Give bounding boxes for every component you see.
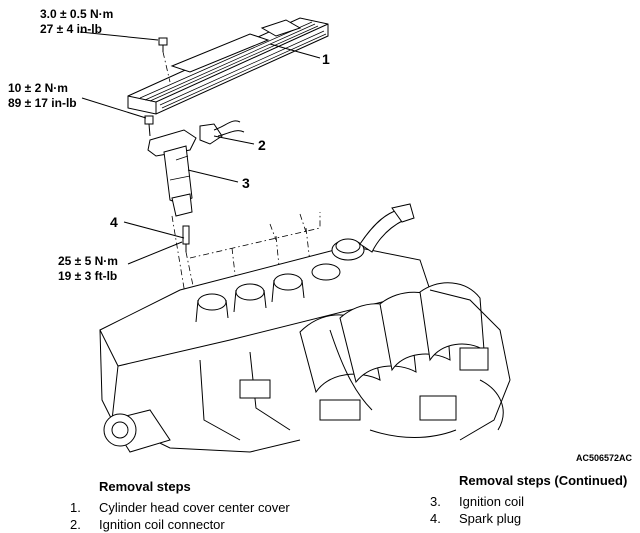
torque-spec-coil-bolt: 10 ± 2 N·m 89 ± 17 in-lb: [8, 81, 77, 110]
torque-spec-cover-bolt: 3.0 ± 0.5 N·m 27 ± 4 in-lb: [40, 7, 113, 36]
removal-steps-continued-heading: Removal steps (Continued): [459, 473, 628, 488]
step-number: 4.: [430, 511, 441, 526]
center-cover-drawing: [127, 17, 329, 115]
leader-lines: [79, 31, 321, 265]
cover-bolt-drawing: [158, 37, 171, 83]
torque-imperial-1: 27 ± 4 in-lb: [40, 22, 102, 36]
torque-spec-spark-plug: 25 ± 5 N·m 19 ± 3 ft-lb: [58, 254, 118, 283]
removal-steps-heading: Removal steps: [99, 479, 191, 494]
step-text: Ignition coil connector: [99, 517, 225, 532]
callout-1: 1: [322, 51, 330, 67]
torque-imperial-2: 89 ± 17 in-lb: [8, 96, 77, 110]
spark-plug-drawing: [182, 225, 190, 252]
callout-4: 4: [110, 214, 118, 230]
list-item: 2. Ignition coil connector: [70, 516, 290, 533]
torque-metric-3: 25 ± 5 N·m: [58, 254, 118, 268]
step-text: Spark plug: [459, 511, 522, 526]
step-text: Cylinder head cover center cover: [99, 500, 290, 515]
ignition-coil-drawing: [144, 115, 197, 217]
torque-imperial-3: 19 ± 3 ft-lb: [58, 269, 117, 283]
step-text: Ignition coil: [459, 494, 525, 509]
engine-drawing: [99, 203, 511, 453]
step-number: 2.: [70, 517, 81, 532]
callout-3: 3: [242, 175, 250, 191]
torque-metric-1: 3.0 ± 0.5 N·m: [40, 7, 113, 21]
removal-steps-continued: Removal steps (Continued) 3. Ignition co…: [430, 472, 627, 527]
callout-2: 2: [258, 137, 266, 153]
coil-connector-drawing: [199, 120, 245, 145]
list-item: 3. Ignition coil: [430, 493, 627, 510]
step-number: 1.: [70, 500, 81, 515]
removal-steps: Removal steps 1. Cylinder head cover cen…: [70, 478, 290, 533]
list-item: 1. Cylinder head cover center cover: [70, 499, 290, 516]
torque-metric-2: 10 ± 2 N·m: [8, 81, 68, 95]
figure-code: AC506572AC: [576, 453, 633, 463]
list-item: 4. Spark plug: [430, 510, 627, 527]
step-number: 3.: [430, 494, 441, 509]
